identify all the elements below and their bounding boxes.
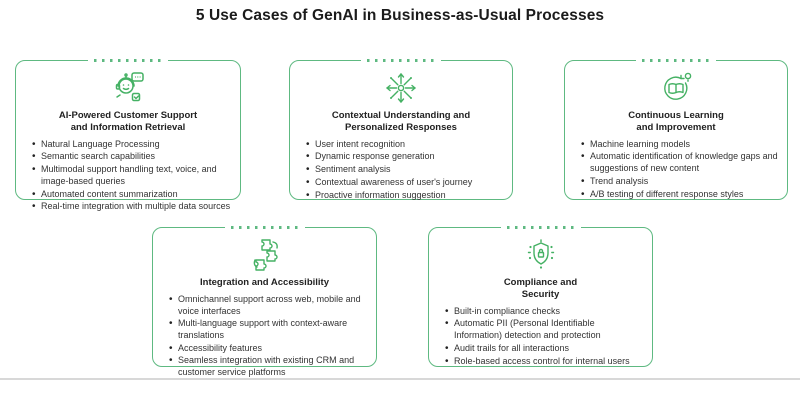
bullet-item: Multi-language support with context-awar… — [169, 317, 368, 341]
card-title: Contextual Understanding and Personalize… — [290, 110, 512, 134]
card-title-line: Security — [521, 288, 560, 300]
puzzle-integration-icon — [153, 237, 376, 273]
dotted-border-accent — [88, 56, 168, 65]
dotted-border-accent — [224, 223, 305, 232]
bottom-divider — [0, 378, 800, 380]
card-title-line: and Improvement — [636, 121, 716, 133]
bullet-item: Multimodal support handling text, voice,… — [32, 163, 232, 187]
page-title: 5 Use Cases of GenAI in Business-as-Usua… — [195, 7, 605, 24]
bullet-item: User intent recognition — [306, 138, 504, 151]
card-customer-support: AI-Powered Customer Support and Informat… — [15, 56, 241, 213]
dotted-border-accent — [361, 56, 441, 65]
bullet-item: Omnichannel support across web, mobile a… — [169, 293, 368, 317]
card-title-line: Contextual Understanding and — [331, 110, 471, 121]
bullet-item: Built-in compliance checks — [445, 305, 644, 318]
card-bullet-list: Omnichannel support across web, mobile a… — [153, 293, 376, 379]
card-contextual-understanding: Contextual Understanding and Personalize… — [289, 56, 513, 202]
bullet-item: Seamless integration with existing CRM a… — [169, 354, 368, 378]
card-bullet-list: Built-in compliance checks Automatic PII… — [429, 305, 652, 368]
card-title: Compliance and Security — [429, 277, 652, 301]
bullet-item: Sentiment analysis — [306, 163, 504, 176]
bullet-item: Natural Language Processing — [32, 138, 232, 151]
card-title-line: AI-Powered Customer Support — [58, 110, 198, 121]
bullet-item: Semantic search capabilities — [32, 150, 232, 163]
shield-lock-icon — [429, 237, 652, 273]
card-bullet-list: User intent recognition Dynamic response… — [290, 138, 512, 202]
bullet-item: Machine learning models — [581, 138, 779, 151]
card-title-line: Compliance and — [503, 277, 578, 288]
card-title-line: and Information Retrieval — [70, 121, 186, 133]
bullet-item: Dynamic response generation — [306, 150, 504, 163]
dotted-border-accent — [500, 223, 581, 232]
bullet-item: Automatic PII (Personal Identifiable Inf… — [445, 317, 644, 341]
learning-loop-book-icon — [565, 70, 787, 106]
card-title: Continuous Learning and Improvement — [565, 110, 787, 134]
bullet-item: Contextual awareness of user's journey — [306, 176, 504, 189]
bullet-item: Automatic identification of knowledge ga… — [581, 150, 779, 174]
bullet-item: Proactive information suggestion — [306, 189, 504, 202]
bullet-item: Accessibility features — [169, 342, 368, 355]
card-bullet-list: Natural Language Processing Semantic sea… — [16, 138, 240, 213]
card-bullet-list: Machine learning models Automatic identi… — [565, 138, 787, 201]
card-title: AI-Powered Customer Support and Informat… — [16, 110, 240, 134]
bullet-item: Real-time integration with multiple data… — [32, 200, 232, 213]
bullet-item: Automated content summarization — [32, 188, 232, 201]
customer-support-robot-icon — [16, 70, 240, 106]
card-compliance-security: Compliance and Security Built-in complia… — [428, 223, 653, 368]
bullet-item: Audit trails for all interactions — [445, 342, 644, 355]
bullet-item: Role-based access control for internal u… — [445, 355, 644, 368]
sparkle-network-icon — [290, 70, 512, 106]
card-title-line: Continuous Learning — [628, 110, 724, 121]
card-title-line: Integration and Accessibility — [200, 277, 329, 288]
bullet-item: Trend analysis — [581, 175, 779, 188]
card-continuous-learning: Continuous Learning and Improvement Mach… — [564, 56, 788, 201]
card-integration-accessibility: Integration and Accessibility Omnichanne… — [152, 223, 377, 377]
card-title-line: Personalized Responses — [345, 121, 457, 133]
bullet-item: A/B testing of different response styles — [581, 188, 779, 201]
dotted-border-accent — [636, 56, 716, 65]
card-title: Integration and Accessibility — [153, 277, 376, 289]
